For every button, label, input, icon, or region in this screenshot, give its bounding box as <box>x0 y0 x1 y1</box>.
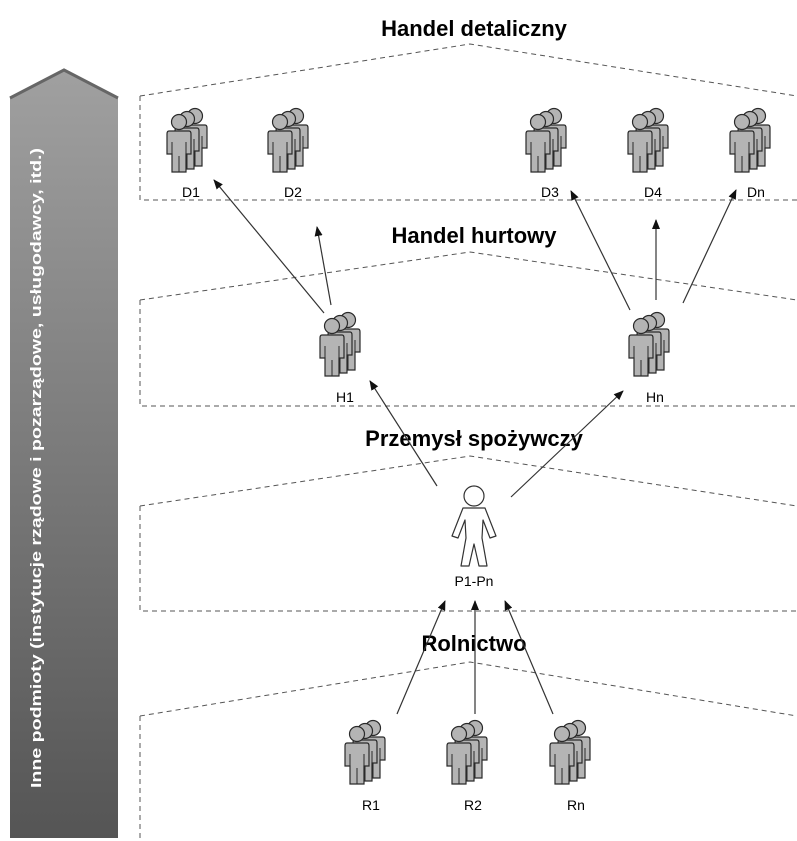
wholesale-nodes: H1 Hn <box>320 313 669 405</box>
people-group-icon <box>320 313 360 377</box>
side-banner: Inne podmioty (instytucje rządowe i poza… <box>9 68 119 838</box>
people-group-icon <box>628 109 668 173</box>
node-label-d2: D2 <box>284 184 302 200</box>
node-label-dn: Dn <box>747 184 765 200</box>
arrow-hn-to-dn <box>682 189 737 304</box>
arrow-h1-to-d1 <box>213 179 325 314</box>
arrow-r1-to-p <box>396 600 446 715</box>
node-d3: D3 <box>526 109 566 200</box>
node-label-rn: Rn <box>567 797 585 813</box>
node-label-r1: R1 <box>362 797 380 813</box>
node-label-hn: Hn <box>646 389 664 405</box>
node-rn: Rn <box>550 721 590 813</box>
node-label-d4: D4 <box>644 184 662 200</box>
arrow-p-to-hn <box>510 390 624 498</box>
level-title-wholesale: Handel hurtowy <box>391 223 557 248</box>
people-group-icon <box>268 109 308 173</box>
node-dn: Dn <box>730 109 770 200</box>
node-d4: D4 <box>628 109 668 200</box>
arrow-h1-to-d2 <box>314 226 332 306</box>
band-wholesale <box>139 251 797 407</box>
level-title-farming: Rolnictwo <box>421 631 526 656</box>
node-label-d1: D1 <box>182 184 200 200</box>
node-p: P1-Pn <box>451 485 497 589</box>
node-r2: R2 <box>447 721 487 813</box>
level-title-industry: Przemysł spożywczy <box>365 426 583 451</box>
people-group-icon <box>629 313 669 377</box>
arrow-rn-to-p <box>504 600 554 715</box>
level-title-retail: Handel detaliczny <box>381 16 568 41</box>
arrow-p-to-h1 <box>369 380 438 487</box>
node-h1: H1 <box>320 313 360 405</box>
node-r1: R1 <box>345 721 385 813</box>
node-label-d3: D3 <box>541 184 559 200</box>
people-group-icon <box>730 109 770 173</box>
people-group-icon <box>447 721 487 785</box>
person-outline-icon <box>451 485 497 567</box>
farming-nodes: R1 R2 Rn <box>345 721 590 813</box>
node-label-r2: R2 <box>464 797 482 813</box>
node-label-p: P1-Pn <box>455 573 494 589</box>
people-group-icon <box>345 721 385 785</box>
people-group-icon <box>526 109 566 173</box>
band-industry <box>139 455 797 612</box>
people-group-icon <box>167 109 207 173</box>
node-hn: Hn <box>629 313 669 405</box>
node-d1: D1 <box>167 109 207 200</box>
node-label-h1: H1 <box>336 389 354 405</box>
band-farming <box>139 661 797 838</box>
arrow-hn-to-d3 <box>570 190 631 311</box>
node-d2: D2 <box>268 109 308 200</box>
band-retail <box>139 43 797 201</box>
retail-nodes: D1 D2 D3 D4 Dn <box>167 109 770 200</box>
side-banner-label: Inne podmioty (instytucje rządowe i poza… <box>28 148 45 788</box>
people-group-icon <box>550 721 590 785</box>
flow-arrows <box>213 179 737 715</box>
